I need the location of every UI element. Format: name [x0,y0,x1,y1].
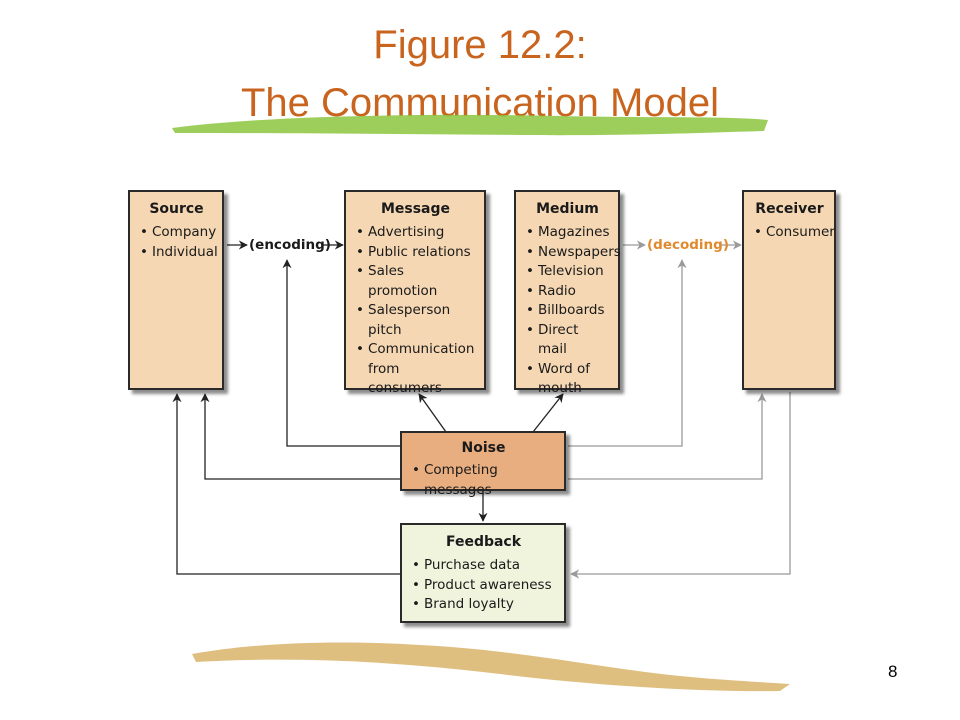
message-list: AdvertisingPublic relationsSales promoti… [355,223,476,399]
list-item: Company [139,223,216,243]
noise-to-receiver-arrow [568,393,767,480]
source-box: Source CompanyIndividual [128,190,224,390]
list-item: Advertising [355,223,476,243]
noise-to-decoding-arrow [568,259,687,447]
green-brush-stroke [172,114,768,136]
receiver-to-feedback-arrow [570,392,791,579]
list-item: Purchase data [411,556,556,576]
noise-to-medium-arrow [532,393,564,433]
list-item: Radio [525,282,610,302]
list-item: Public relations [355,243,476,263]
list-item: Competing messages [411,461,556,500]
noise-to-message-arrow [418,393,447,433]
noise-list: Competing messages [411,461,556,500]
title-line-1: Figure 12.2: [373,23,587,67]
encoding-label: (encoding) [249,237,331,253]
list-item: Billboards [525,301,610,321]
page-number: 8 [888,662,898,681]
medium-list: MagazinesNewspapersTelevisionRadioBillbo… [525,223,621,399]
receiver-list: Consumer [753,223,835,243]
feedback-title: Feedback [445,534,522,550]
message-title: Message [380,201,451,217]
source-list: CompanyIndividual [139,223,218,263]
decoding-label: (decoding) [647,237,730,253]
list-item: Sales promotion [355,262,476,301]
list-item: Magazines [525,223,610,243]
feedback-to-source-arrow [172,393,400,575]
list-item: Brand loyalty [411,595,556,615]
gold-brush-stroke [192,642,790,692]
noise-to-encoding-arrow [282,259,400,447]
receiver-title: Receiver [755,201,824,217]
noise-to-source-arrow [200,393,400,480]
list-item: Newspapers [525,243,621,263]
feedback-box: Feedback Purchase dataProduct awarenessB… [400,523,566,623]
medium-box: Medium MagazinesNewspapersTelevisionRadi… [514,190,621,396]
list-item: Product awareness [411,576,556,596]
medium-title: Medium [536,201,599,217]
noise-title: Noise [461,440,506,456]
feedback-list: Purchase dataProduct awarenessBrand loya… [411,556,556,615]
list-item: Salesperson pitch [355,301,476,340]
receiver-box: Receiver Consumer [742,190,836,390]
list-item: Television [525,262,610,282]
source-title: Source [149,201,204,217]
noise-box: Noise Competing messages [400,431,566,498]
list-item: Individual [139,243,218,263]
list-item: Direct mail [525,321,610,360]
list-item: Consumer [753,223,835,243]
message-box: Message AdvertisingPublic relationsSales… [344,190,486,396]
